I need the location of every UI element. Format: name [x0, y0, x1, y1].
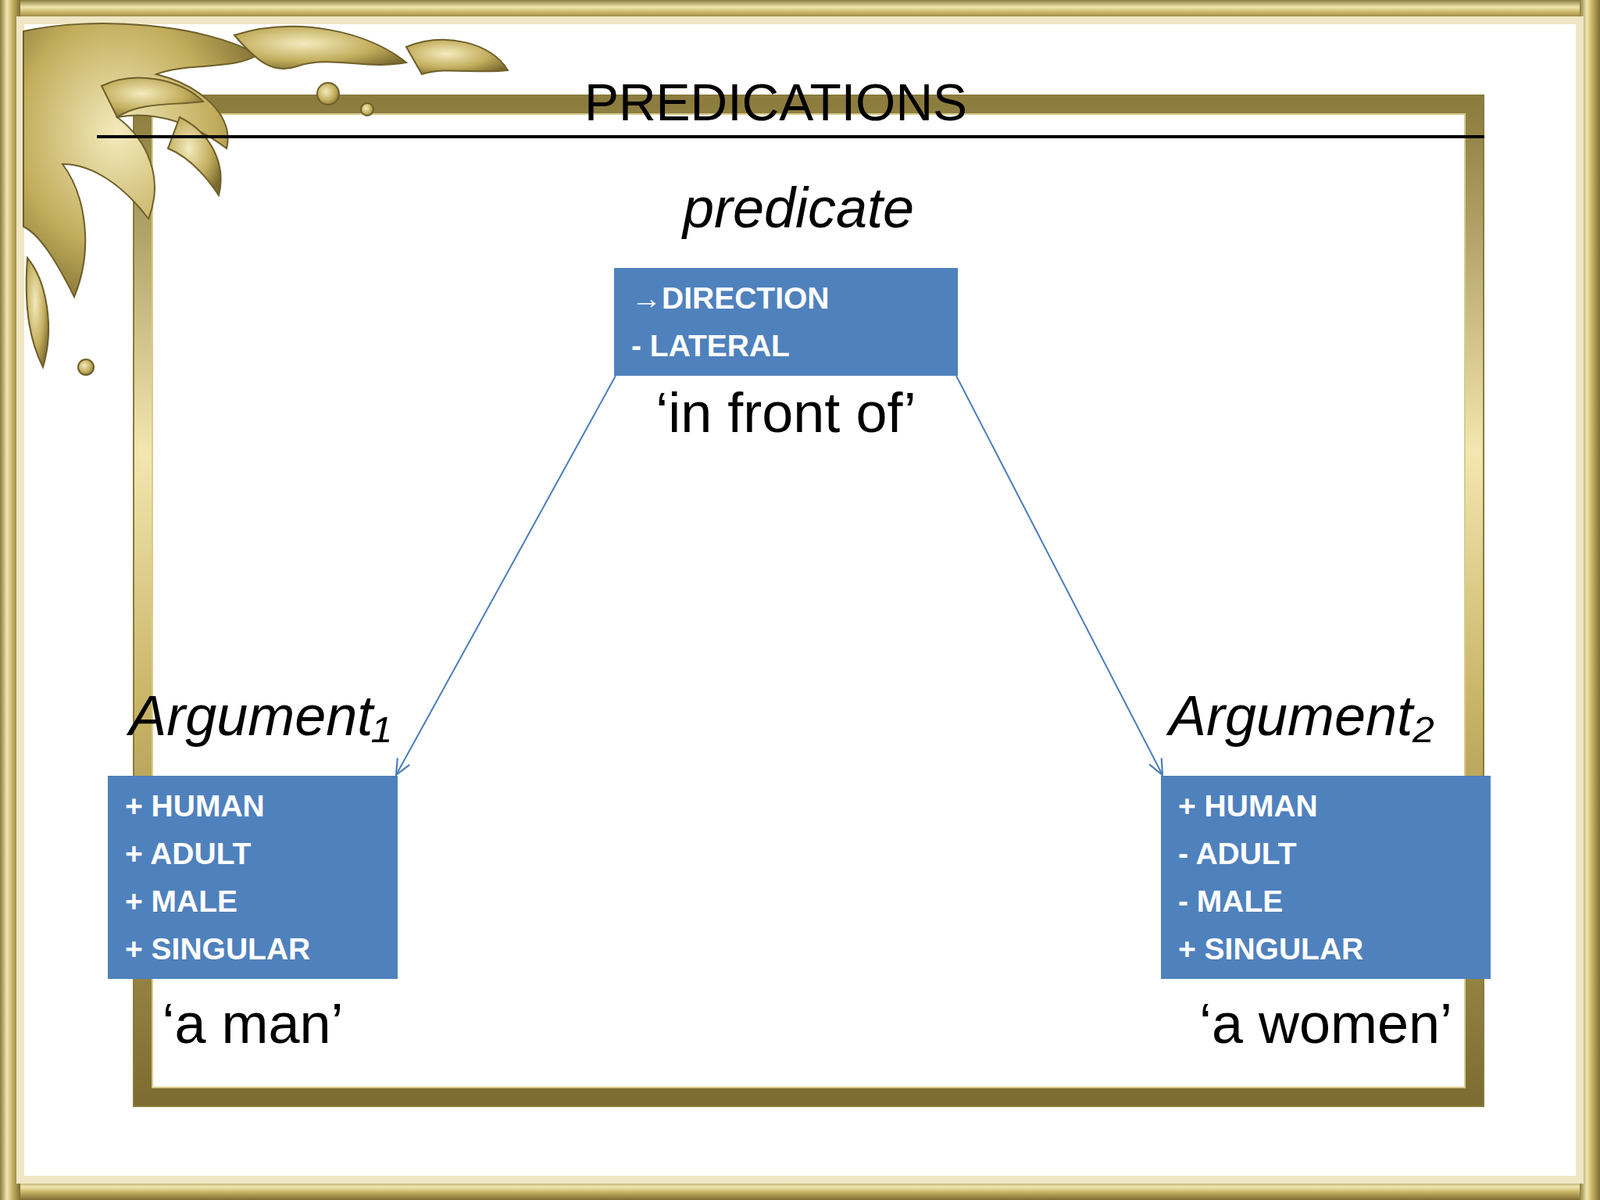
semantic-feature: + ADULT — [125, 829, 381, 878]
feature-node: Argument₂ + HUMAN- ADULT- MALE+ SINGULAR ‘… — [1132, 676, 1516, 1075]
feature-box: →DIRECTION- LATERAL — [614, 267, 958, 376]
semantic-feature: + MALE — [125, 877, 381, 925]
semantic-feature: - MALE — [1178, 877, 1474, 925]
node-heading: predicate — [682, 175, 915, 241]
semantic-feature: - ADULT — [1178, 829, 1474, 878]
corner-ornament — [23, 23, 508, 375]
gloss-caption: ‘a man’ — [161, 990, 343, 1057]
gloss-caption: ‘a women’ — [1199, 990, 1453, 1057]
node-heading: Argument₁ — [128, 682, 391, 749]
feature-box: + HUMAN+ ADULT+ MALE+ SINGULAR — [107, 775, 398, 979]
gloss-caption: ‘in front of’ — [655, 379, 916, 446]
title-underline — [96, 135, 1485, 139]
feature-node: predicate→DIRECTION- LATERAL‘in front of… — [578, 165, 1016, 455]
semantic-feature: + SINGULAR — [125, 925, 381, 973]
frame-glow — [20, 20, 1580, 1180]
predicate-arrow — [396, 375, 616, 775]
feature-node: Argument₁ + HUMAN+ ADULT+ MALE+ SINGULAR ‘… — [85, 676, 430, 1075]
semantic-feature: + SINGULAR — [1178, 925, 1474, 973]
predicate-arrow — [956, 375, 1163, 775]
semantic-feature: →DIRECTION — [631, 274, 941, 322]
semantic-feature: + HUMAN — [125, 782, 381, 830]
feature-box: + HUMAN- ADULT- MALE+ SINGULAR — [1160, 775, 1491, 979]
node-heading: Argument₂ — [1168, 682, 1435, 749]
slide-title: PREDICATIONS — [584, 71, 968, 133]
semantic-feature: - LATERAL — [631, 321, 941, 370]
semantic-feature: + HUMAN — [1178, 782, 1474, 830]
